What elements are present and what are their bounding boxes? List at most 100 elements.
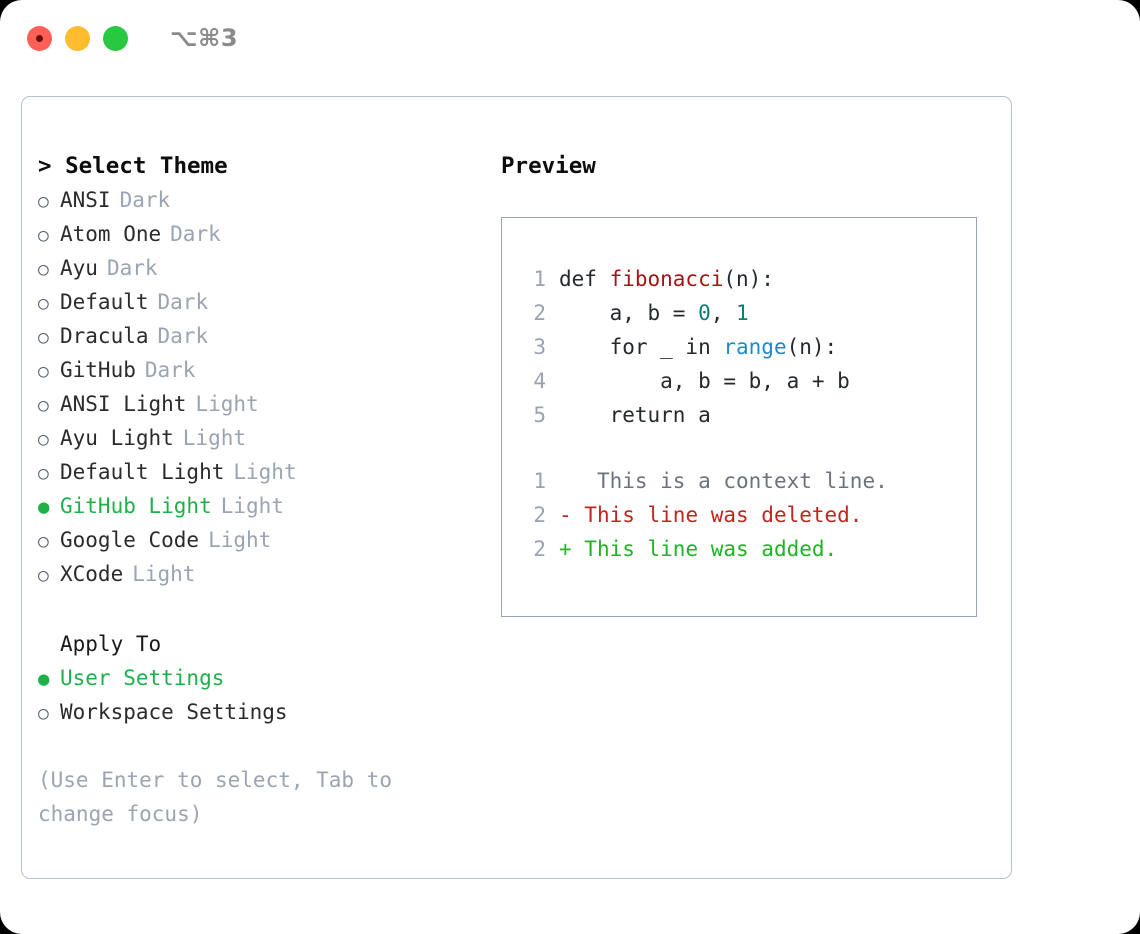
theme-option-row[interactable]: ○ Ayu Dark (38, 251, 478, 285)
radio-unselected-icon: ○ (38, 293, 49, 314)
theme-variant-tag: Dark (157, 290, 209, 314)
theme-option-label: Google Code (60, 528, 200, 552)
theme-option-row[interactable]: ○ Dracula Dark (38, 319, 478, 353)
theme-option-label: Ayu Light (60, 426, 174, 450)
radio-unselected-icon: ○ (38, 225, 49, 246)
preview-header: Preview (501, 153, 596, 179)
theme-variant-tag: Dark (106, 256, 158, 280)
diff-line-number: 2 (533, 537, 546, 561)
code-line-text: return a (559, 398, 711, 432)
radio-unselected-icon: ○ (38, 703, 49, 724)
theme-variant-tag: Light (208, 528, 272, 552)
apply-to-option-row[interactable]: ○ Workspace Settings (38, 695, 478, 729)
theme-variant-tag: Light (132, 562, 196, 586)
theme-option-row[interactable]: ○ Google Code Light (38, 523, 478, 557)
code-line-text: for _ in range(n): (559, 330, 838, 364)
code-line: 2 a, b = 0, 1 (520, 296, 970, 330)
code-line: 5 return a (520, 398, 970, 432)
radio-unselected-icon: ○ (38, 429, 49, 450)
theme-option-label: Dracula (60, 324, 149, 348)
code-token-plain: , (710, 301, 737, 325)
theme-variant-tag: Dark (170, 222, 221, 246)
theme-option-label: ANSI (60, 188, 111, 212)
minimize-window-button[interactable] (65, 26, 90, 51)
theme-variant-tag: Dark (144, 358, 196, 382)
select-theme-header: > Select Theme (38, 153, 228, 179)
code-token-fn: fibonacci (609, 267, 724, 291)
apply-to-header-label: Apply To (60, 632, 162, 656)
close-window-button[interactable] (27, 26, 52, 51)
apply-to-option-label: Workspace Settings (60, 700, 288, 724)
code-line: 3 for _ in range(n): (520, 330, 970, 364)
diff-line-text: This is a context line. (571, 469, 888, 493)
theme-variant-tag: Dark (119, 188, 171, 212)
radio-selected-icon: ● (38, 668, 50, 690)
theme-option-label: Ayu (60, 256, 98, 280)
diff-marker (559, 464, 572, 498)
theme-option-label: ANSI Light (60, 392, 187, 416)
apply-to-option-row[interactable]: ● User Settings (38, 661, 478, 695)
code-token-plain: return a (559, 403, 711, 427)
diff-snippet: 1 This is a context line. 2- This line wa… (520, 464, 970, 566)
code-token-plain: a, b = b, a + b (559, 369, 850, 393)
apply-to-option-label: User Settings (60, 666, 225, 690)
radio-unselected-icon: ○ (38, 259, 49, 280)
radio-unselected-icon: ○ (38, 327, 49, 348)
theme-option-label: GitHub Light (60, 494, 212, 518)
line-number: 3 (533, 335, 546, 359)
theme-option-row[interactable]: ○ Default Dark (38, 285, 478, 319)
theme-option-row[interactable]: ○ ANSI Light Light (38, 387, 478, 421)
theme-option-label: Atom One (60, 222, 162, 246)
diff-marker: + (559, 537, 572, 561)
theme-variant-tag: Dark (157, 324, 209, 348)
code-diff-spacer (520, 432, 970, 464)
theme-variant-tag: Light (220, 494, 284, 518)
radio-unselected-icon: ○ (38, 191, 49, 212)
code-token-call: range (723, 335, 787, 359)
apply-to-header-row: ○ Apply To (38, 627, 478, 661)
radio-unselected-icon: ○ (38, 463, 49, 484)
help-hint-text: (Use Enter to select, Tab to change focu… (38, 768, 393, 826)
theme-variant-tag: Light (195, 392, 259, 416)
diff-line-number: 1 (533, 469, 546, 493)
traffic-lights (27, 26, 128, 51)
radio-unselected-icon: ○ (38, 361, 49, 382)
diff-line: 2+ This line was added. (520, 532, 970, 566)
theme-option-row[interactable]: ○ ANSI Dark (38, 183, 478, 217)
code-line: 4 a, b = b, a + b (520, 364, 970, 398)
theme-option-row[interactable]: ○ Atom One Dark (38, 217, 478, 251)
code-token-plain: (n): (786, 335, 838, 359)
code-line: 1 def fibonacci(n): (520, 262, 970, 296)
code-line-text: a, b = 0, 1 (559, 296, 749, 330)
apply-to-option-list[interactable]: ● User Settings ○ Workspace Settings (38, 661, 478, 729)
radio-unselected-icon: ○ (38, 565, 49, 586)
theme-option-label: Default (60, 290, 149, 314)
line-number: 1 (533, 267, 546, 291)
code-line-text: def fibonacci(n): (559, 262, 774, 296)
radio-unselected-icon: ○ (38, 395, 49, 416)
radio-unselected-icon: ○ (38, 531, 49, 552)
theme-option-label: Default Light (60, 460, 225, 484)
apply-to-section: ○ Apply To ● User Settings ○ Workspace Sett… (38, 627, 478, 729)
code-token-num: 1 (736, 301, 749, 325)
diff-line: 2- This line was deleted. (520, 498, 970, 532)
maximize-window-button[interactable] (103, 26, 128, 51)
line-number: 5 (533, 403, 546, 427)
code-token-plain: for _ in (559, 335, 724, 359)
code-line-text: a, b = b, a + b (559, 364, 850, 398)
title-bar: ⌥⌘3 (0, 0, 1140, 78)
code-token-num: 0 (698, 301, 711, 325)
diff-line-number: 2 (533, 503, 546, 527)
